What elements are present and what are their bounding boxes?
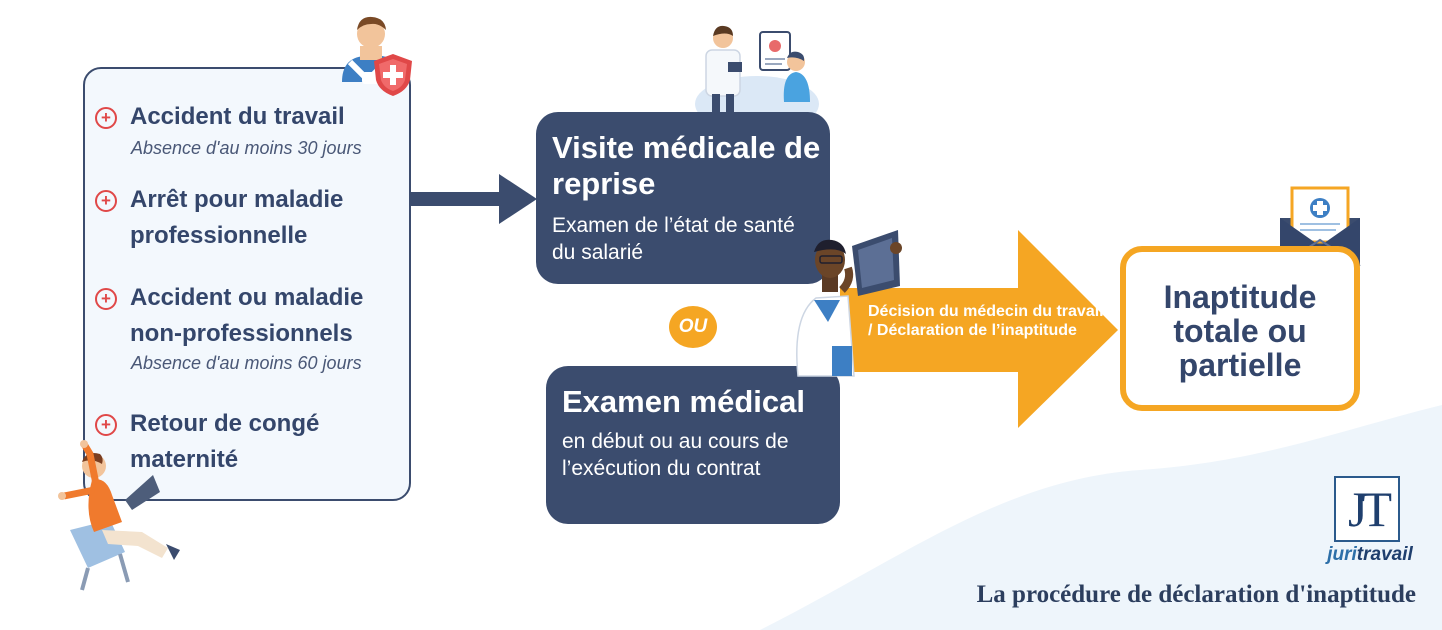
visite-medicale-box: Visite médicale de reprise Examen de l’é… — [536, 112, 830, 284]
ou-badge: OU — [669, 306, 717, 348]
inaptitude-result-box: Inaptitude totale ou partielle — [1120, 246, 1360, 411]
plus-circle-icon: + — [95, 190, 117, 212]
falling-person-illustration — [58, 440, 180, 591]
cause-title: Arrêt pour maladie professionnelle — [130, 186, 344, 249]
cause-title: Accident du travail — [130, 103, 345, 130]
plus-circle-icon: + — [95, 288, 117, 310]
doctor-patient-illustration — [695, 25, 819, 132]
decision-arrow-icon — [840, 230, 1118, 428]
cause-note: Absence d'au moins 60 jours — [131, 353, 362, 373]
examen-title: Examen médical — [562, 384, 805, 419]
plus-circle-icon: + — [95, 107, 117, 129]
plus-circle-icon: + — [95, 414, 117, 436]
examen-desc: en début ou au cours de l’exécution du c… — [562, 430, 789, 480]
juritravail-logo: JT — [1334, 476, 1400, 542]
logo-word-part2: travail — [1356, 544, 1413, 565]
cause-title: Accident ou maladie non-professionnels — [130, 284, 364, 347]
decision-text: Décision du médecin du travail / Déclara… — [868, 303, 1104, 339]
logo-wordmark: juritravail — [1320, 544, 1420, 566]
cause-title: Retour de congé maternité — [130, 410, 320, 473]
doctor-xray-illustration — [796, 230, 902, 377]
logo-word-part1: juri — [1327, 544, 1357, 565]
arrow-right-icon — [411, 174, 537, 224]
shield-cross-icon — [374, 54, 412, 96]
examen-medical-box: Examen médical en début ou au cours de l… — [546, 366, 840, 524]
cause-note: Absence d'au moins 30 jours — [131, 138, 362, 158]
logo-letters: JT — [1348, 481, 1392, 537]
result-text: Inaptitude totale ou partielle — [1163, 279, 1317, 383]
causes-panel: + Accident du travail Absence d'au moins… — [83, 67, 411, 501]
visite-title: Visite médicale de reprise — [552, 130, 821, 201]
visite-desc: Examen de l’état de santé du salarié — [552, 214, 795, 264]
caption: La procédure de déclaration d'inaptitude — [976, 581, 1416, 608]
